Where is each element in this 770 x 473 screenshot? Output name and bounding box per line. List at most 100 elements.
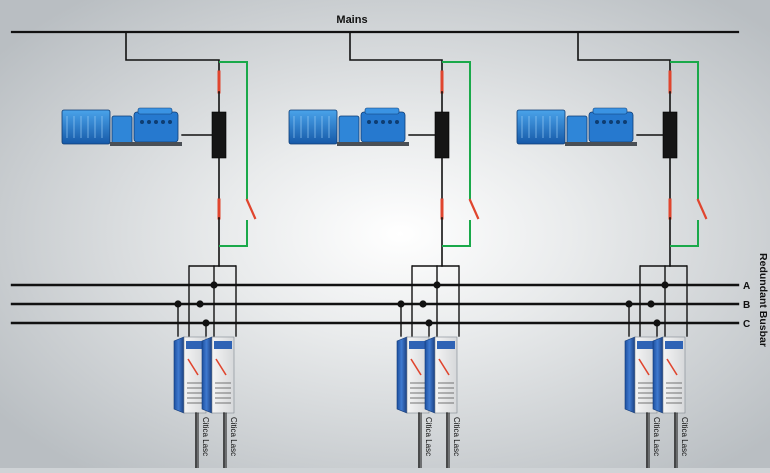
engine-detail xyxy=(616,120,620,124)
generator-skid xyxy=(110,142,182,146)
feeder-group-2: Citica Lasc Citica Lasc xyxy=(396,265,461,469)
cabinet-front xyxy=(434,336,458,414)
transfer-switch-icon xyxy=(434,111,450,159)
cabinet-side xyxy=(652,336,664,414)
generator-unit-1 xyxy=(61,32,257,267)
engine-detail xyxy=(609,120,613,124)
bus-label-b: B xyxy=(743,300,750,311)
load-feeders: Citica Lasc Citica Lasc Citica Lasc Citica … xyxy=(173,265,689,469)
generator-unit-3 xyxy=(516,32,708,267)
engine-detail xyxy=(595,120,599,124)
busbars xyxy=(10,283,740,325)
bypass-lower xyxy=(442,220,471,247)
generator-unit-2 xyxy=(288,32,480,267)
cabinet-switch xyxy=(666,358,678,376)
cabinet-panel xyxy=(186,341,204,349)
cabinet-side xyxy=(201,336,213,414)
bypass-lower xyxy=(670,220,699,247)
engine-detail xyxy=(381,120,385,124)
engine-detail xyxy=(395,120,399,124)
engine-detail xyxy=(374,120,378,124)
generator-enclosure xyxy=(516,109,566,145)
engine-detail xyxy=(140,120,144,124)
switch-cabinet-icon-5 xyxy=(624,336,658,414)
cabinet-switch xyxy=(410,358,422,376)
load-label: Citica Lasc xyxy=(680,417,689,456)
bus-tap-dot xyxy=(647,300,655,308)
engine-detail xyxy=(168,120,172,124)
bypass-upper xyxy=(219,61,248,200)
generator-engine xyxy=(360,111,406,143)
load-label: Citica Lasc xyxy=(424,417,433,456)
bypass-switch xyxy=(696,198,708,220)
transfer-switch-icon xyxy=(662,111,678,159)
engine-top xyxy=(137,107,173,115)
generator-set-icon-2 xyxy=(288,107,409,146)
generator-engine xyxy=(133,111,179,143)
cabinet-side xyxy=(424,336,436,414)
redundant-busbar-label: Redundant Busbar xyxy=(757,253,769,347)
engine-detail xyxy=(161,120,165,124)
engine-top xyxy=(592,107,628,115)
engine-detail xyxy=(154,120,158,124)
generator-alternator xyxy=(338,115,360,145)
engine-detail xyxy=(602,120,606,124)
bus-tap-dot xyxy=(433,281,441,289)
switch-cabinet-icon-1 xyxy=(173,336,207,414)
generator-units xyxy=(61,32,708,267)
cabinet-front xyxy=(211,336,235,414)
switch-cabinet-icon-3 xyxy=(396,336,430,414)
generator-engine xyxy=(588,111,634,143)
feeder-group-3: Citica Lasc Citica Lasc xyxy=(624,265,689,469)
cabinet-switch xyxy=(638,358,650,376)
engine-detail xyxy=(147,120,151,124)
cabinet-panel xyxy=(409,341,427,349)
bypass-switch xyxy=(468,198,480,220)
cabinet-front xyxy=(662,336,686,414)
generator-alternator xyxy=(566,115,588,145)
transfer-switch-icon xyxy=(211,111,227,159)
mains-drop xyxy=(577,32,671,72)
engine-detail xyxy=(623,120,627,124)
cabinet-side xyxy=(173,336,185,414)
bypass-upper xyxy=(442,61,471,200)
bus-label-c: C xyxy=(743,319,750,330)
mains-drop xyxy=(349,32,443,72)
bus-label-a: A xyxy=(743,281,750,292)
generator-set-icon-1 xyxy=(61,107,182,146)
generator-set-icon-3 xyxy=(516,107,637,146)
bus-tap-dot xyxy=(196,300,204,308)
cabinet-switch xyxy=(215,358,227,376)
engine-detail xyxy=(388,120,392,124)
generator-skid xyxy=(565,142,637,146)
generator-enclosure xyxy=(288,109,338,145)
switch-cabinet-icon-4 xyxy=(424,336,458,414)
generator-skid xyxy=(337,142,409,146)
mains-drop xyxy=(125,32,220,72)
bypass-upper xyxy=(670,61,699,200)
mains-label: Mains xyxy=(336,14,367,26)
load-label: Citica Lasc xyxy=(452,417,461,456)
cabinet-panel xyxy=(637,341,655,349)
bypass-lower xyxy=(219,220,248,247)
cabinet-panel xyxy=(214,341,232,349)
generator-alternator xyxy=(111,115,133,145)
cabinet-switch xyxy=(438,358,450,376)
cabinet-switch xyxy=(187,358,199,376)
load-label: Citica Lasc xyxy=(652,417,661,456)
bus-tap-dot xyxy=(661,281,669,289)
bus-tap-dot xyxy=(419,300,427,308)
bus-tap-dot xyxy=(210,281,218,289)
switch-cabinet-icon-2 xyxy=(201,336,235,414)
cabinet-side xyxy=(396,336,408,414)
bypass-switch xyxy=(245,198,257,220)
engine-detail xyxy=(367,120,371,124)
cabinet-panel xyxy=(437,341,455,349)
switch-cabinet-icon-6 xyxy=(652,336,686,414)
load-label: Citica Lasc xyxy=(201,417,210,456)
cabinet-side xyxy=(624,336,636,414)
cabinet-panel xyxy=(665,341,683,349)
